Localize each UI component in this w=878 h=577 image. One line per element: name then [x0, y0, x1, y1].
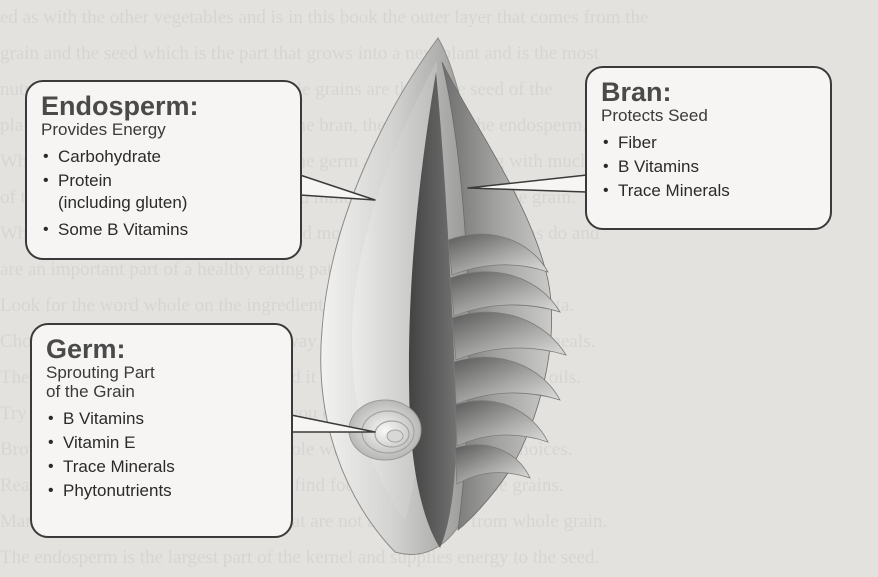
- germ-subtitle: Sprouting Part of the Grain: [46, 363, 277, 401]
- bran-subtitle: Protects Seed: [601, 106, 816, 125]
- endosperm-subtitle: Provides Energy: [41, 120, 286, 139]
- germ-nutrient-list: B Vitamins Vitamin E Trace Minerals Phyt…: [46, 407, 277, 503]
- list-item: Protein(including gluten): [41, 169, 286, 213]
- list-item: Trace Minerals: [46, 455, 277, 479]
- list-item-continuation: (including gluten): [58, 193, 286, 213]
- germ-subtitle-line: of the Grain: [46, 382, 135, 401]
- endosperm-callout: Endosperm: Provides Energy Carbohydrate …: [25, 80, 302, 260]
- germ-title: Germ:: [46, 335, 277, 363]
- list-item: Trace Minerals: [601, 179, 816, 203]
- bran-nutrient-list: Fiber B Vitamins Trace Minerals: [601, 131, 816, 203]
- germ-callout: Germ: Sprouting Part of the Grain B Vita…: [30, 323, 293, 538]
- list-item: Carbohydrate: [41, 145, 286, 169]
- endosperm-nutrient-list: Carbohydrate Protein(including gluten) S…: [41, 145, 286, 242]
- endosperm-title: Endosperm:: [41, 92, 286, 120]
- list-item: Phytonutrients: [46, 479, 277, 503]
- bran-callout: Bran: Protects Seed Fiber B Vitamins Tra…: [585, 66, 832, 230]
- list-item: Vitamin E: [46, 431, 277, 455]
- bran-title: Bran:: [601, 78, 816, 106]
- list-item: B Vitamins: [46, 407, 277, 431]
- list-item: Some B Vitamins: [41, 218, 286, 242]
- germ-subtitle-line: Sprouting Part: [46, 363, 155, 382]
- list-item: Fiber: [601, 131, 816, 155]
- list-item: B Vitamins: [601, 155, 816, 179]
